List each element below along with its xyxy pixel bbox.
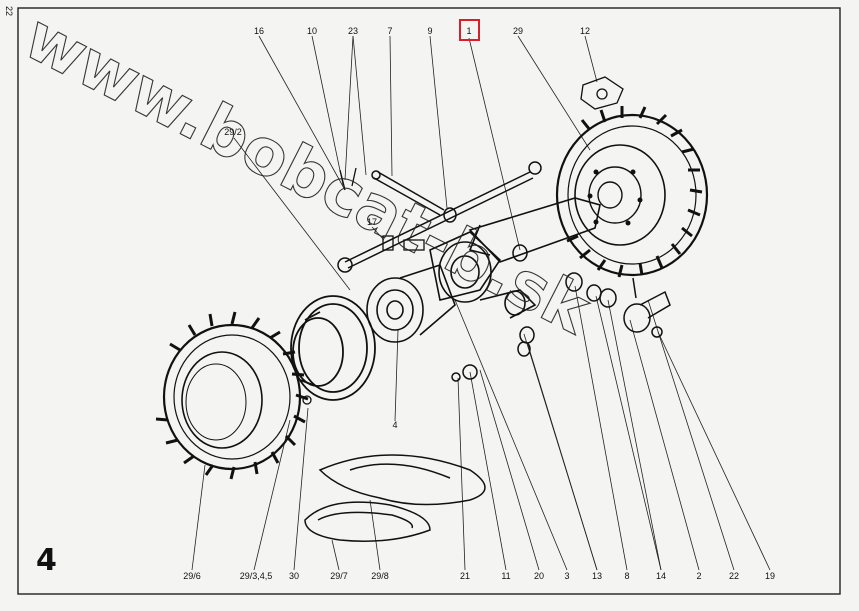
highlight-box — [459, 19, 480, 41]
tire-tread-right — [566, 106, 703, 278]
final-drive-hub — [366, 264, 537, 343]
hub-plate — [580, 76, 624, 110]
figure-number: 4 — [36, 543, 57, 578]
side-page-number: 22 — [4, 6, 14, 17]
callout-label[interactable]: 23 — [347, 26, 359, 36]
callout-label[interactable]: 16 — [253, 26, 265, 36]
callout-label[interactable]: 29/2 — [224, 127, 242, 137]
steering-knuckle — [623, 277, 671, 333]
callout-label[interactable]: 29 — [512, 26, 524, 36]
watermark-text: www.bobcat-b.sk — [13, 0, 602, 349]
inner-tube — [304, 454, 486, 542]
callout-label[interactable]: 13 — [591, 571, 603, 581]
callout-label[interactable]: 11 — [501, 571, 511, 581]
callout-label[interactable]: 7 — [387, 26, 393, 36]
rear-wheel-left — [155, 311, 309, 480]
callout-label[interactable]: 22 — [728, 571, 740, 581]
callout-label[interactable]: 17 — [366, 217, 378, 227]
tie-rod — [337, 161, 542, 273]
leader-lines — [191, 35, 771, 571]
callout-label[interactable]: 14 — [655, 571, 667, 581]
callout-label[interactable]: 19 — [764, 571, 776, 581]
callout-label[interactable]: 3 — [564, 571, 570, 581]
rear-wheel-right — [555, 106, 709, 278]
callout-label[interactable]: 29/7 — [330, 571, 348, 581]
callout-label[interactable]: 29/8 — [371, 571, 389, 581]
page-frame — [17, 7, 841, 595]
axle-housing — [429, 197, 601, 303]
tire-tread-left — [155, 311, 309, 480]
callout-label[interactable]: 4 — [392, 420, 398, 430]
wheel-rim — [290, 295, 376, 401]
callout-label[interactable]: 10 — [306, 26, 318, 36]
bolts — [302, 167, 425, 405]
callout-label-highlighted[interactable]: 1 — [466, 26, 472, 36]
callout-label[interactable]: 20 — [533, 571, 545, 581]
callout-label[interactable]: 29/3,4,5 — [239, 571, 273, 581]
callout-label[interactable]: 30 — [288, 571, 300, 581]
washers — [443, 207, 663, 382]
callout-label[interactable]: 29/6 — [183, 571, 201, 581]
callout-label[interactable]: 2 — [696, 571, 702, 581]
watermark-outline: www.bobcat-b.sk — [12, 0, 602, 350]
callout-label[interactable]: 21 — [459, 571, 471, 581]
callout-label[interactable]: 8 — [624, 571, 630, 581]
callout-label[interactable]: 9 — [427, 26, 433, 36]
callout-label[interactable]: 12 — [579, 26, 591, 36]
